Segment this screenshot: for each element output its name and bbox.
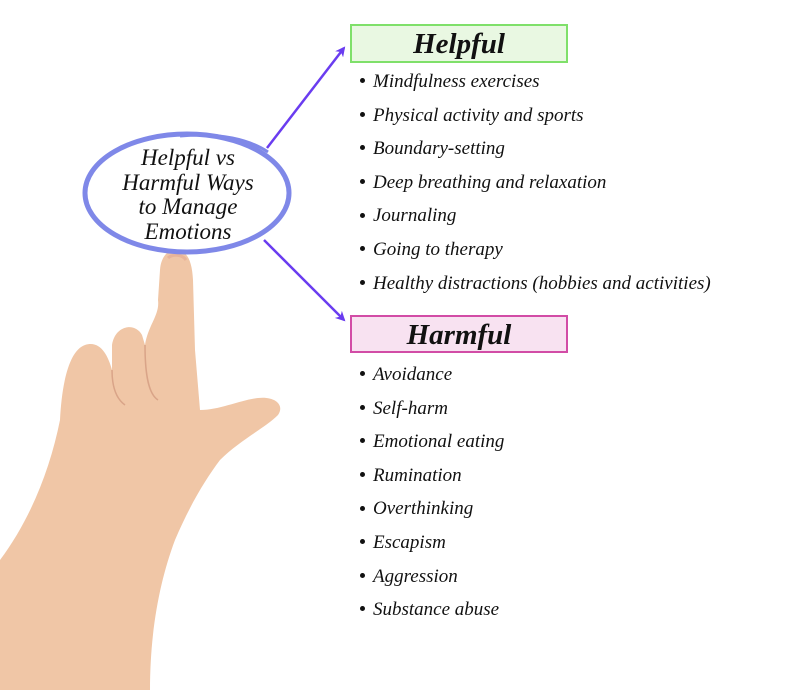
list-item: Physical activity and sports <box>358 99 711 133</box>
list-item: Self-harm <box>358 392 504 426</box>
center-title-line: to Manage <box>138 194 238 219</box>
center-title: Helpful vs Harmful Ways to Manage Emotio… <box>98 145 278 244</box>
bullet-icon <box>360 438 365 444</box>
list-item: Aggression <box>358 560 504 594</box>
list-item: Emotional eating <box>358 425 504 459</box>
bullet-icon <box>360 178 365 184</box>
list-item-label: Mindfulness exercises <box>373 71 540 92</box>
bullet-icon <box>360 279 365 285</box>
bullet-icon <box>360 404 365 410</box>
bullet-icon <box>360 471 365 477</box>
bullet-icon <box>360 246 365 252</box>
list-item-label: Avoidance <box>373 364 453 385</box>
list-item: Journaling <box>358 199 711 233</box>
list-item: Boundary-setting <box>358 132 711 166</box>
list-item: Avoidance <box>358 358 504 392</box>
center-title-line: Harmful Ways <box>122 169 254 195</box>
list-item: Rumination <box>358 459 504 493</box>
list-item-label: Emotional eating <box>373 431 505 453</box>
list-item-label: Self-harm <box>373 397 448 419</box>
bullet-icon <box>360 539 365 545</box>
bullet-icon <box>360 78 365 84</box>
bullet-icon <box>360 371 365 377</box>
pointing-hand-image <box>0 249 281 690</box>
center-title-line: Helpful vs <box>141 145 235 170</box>
bullet-icon <box>360 572 365 578</box>
arrow-to-helpful <box>266 46 346 149</box>
helpful-list: Mindfulness exercises Physical activity … <box>358 65 711 300</box>
list-item: Going to therapy <box>358 233 711 267</box>
list-item-label: Aggression <box>373 565 458 587</box>
list-item: Deep breathing and relaxation <box>358 166 711 200</box>
bullet-icon <box>360 111 365 117</box>
list-item-label: Deep breathing and relaxation <box>373 171 607 193</box>
list-item: Escapism <box>358 526 504 560</box>
harmful-list: Avoidance Self-harm Emotional eating Rum… <box>358 358 504 627</box>
arrow-to-harmful <box>263 239 346 322</box>
list-item: Overthinking <box>358 492 504 526</box>
list-item-label: Going to therapy <box>373 238 503 260</box>
bullet-icon <box>360 606 365 612</box>
list-item-label: Healthy distractions (hobbies and activi… <box>373 272 711 294</box>
list-item: Healthy distractions (hobbies and activi… <box>358 267 711 301</box>
list-item-label: Boundary-setting <box>373 138 505 160</box>
helpful-header: Helpful <box>350 24 568 63</box>
center-title-line: Emotions <box>144 218 232 244</box>
list-item-label: Journaling <box>373 205 457 227</box>
list-item-label: Substance abuse <box>373 599 500 621</box>
list-item-label: Physical activity and sports <box>373 104 584 126</box>
bullet-icon <box>360 505 365 511</box>
list-item-label: Rumination <box>373 464 462 486</box>
bullet-icon <box>360 145 365 151</box>
list-item: Mindfulness exercises <box>358 65 711 99</box>
bullet-icon <box>360 212 365 218</box>
list-item-label: Escapism <box>373 531 446 553</box>
harmful-header: Harmful <box>350 315 568 353</box>
list-item-label: Overthinking <box>373 498 474 520</box>
list-item: Substance abuse <box>358 593 504 627</box>
